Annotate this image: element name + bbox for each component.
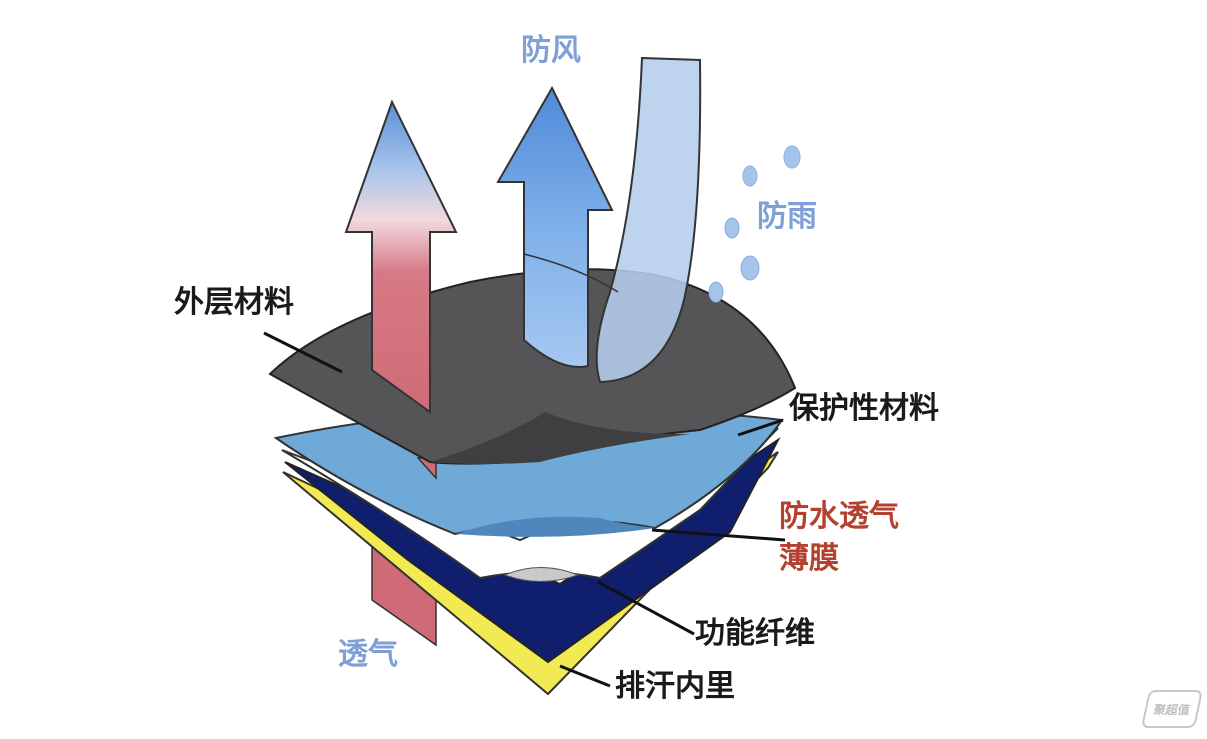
label-protective-material: 保护性材料 (789, 391, 939, 426)
raindrop-icon (708, 281, 724, 303)
label-breathable: 透气 (338, 637, 398, 672)
label-outer-material: 外层材料 (174, 285, 294, 320)
label-wicking-lining: 排汗内里 (615, 669, 735, 704)
raindrop-icon (742, 165, 758, 187)
watermark-logo: 聚超值 (1140, 690, 1204, 728)
label-membrane-line2: 薄膜 (779, 541, 839, 576)
vapor-arrow (344, 99, 458, 414)
label-windproof: 防风 (521, 33, 581, 68)
raindrop-icon (724, 217, 740, 239)
raindrop-icon (783, 145, 801, 169)
watermark-text: 聚超值 (1152, 702, 1192, 717)
leader-line-fiber (597, 580, 695, 636)
wind-arrow (496, 85, 614, 368)
raindrop-icon (740, 255, 760, 281)
leader-line-membrane (651, 528, 786, 542)
leader-line-outer (263, 331, 343, 374)
leader-line-protective (737, 418, 784, 437)
raindrop-icons (708, 145, 801, 303)
protective-layer-fold (456, 516, 655, 537)
label-rainproof: 防雨 (757, 199, 817, 234)
membrane-layer (281, 427, 779, 580)
outer-layer-fold (430, 412, 690, 464)
label-functional-fiber: 功能纤维 (695, 616, 815, 651)
membrane-shadow (503, 567, 580, 582)
rain-stream-line (523, 253, 619, 293)
leader-lines (263, 331, 786, 688)
leader-line-lining (559, 664, 611, 688)
rain-stream (595, 56, 702, 384)
functional-fiber-layer (284, 437, 781, 664)
label-membrane-line1: 防水透气 (779, 499, 899, 534)
